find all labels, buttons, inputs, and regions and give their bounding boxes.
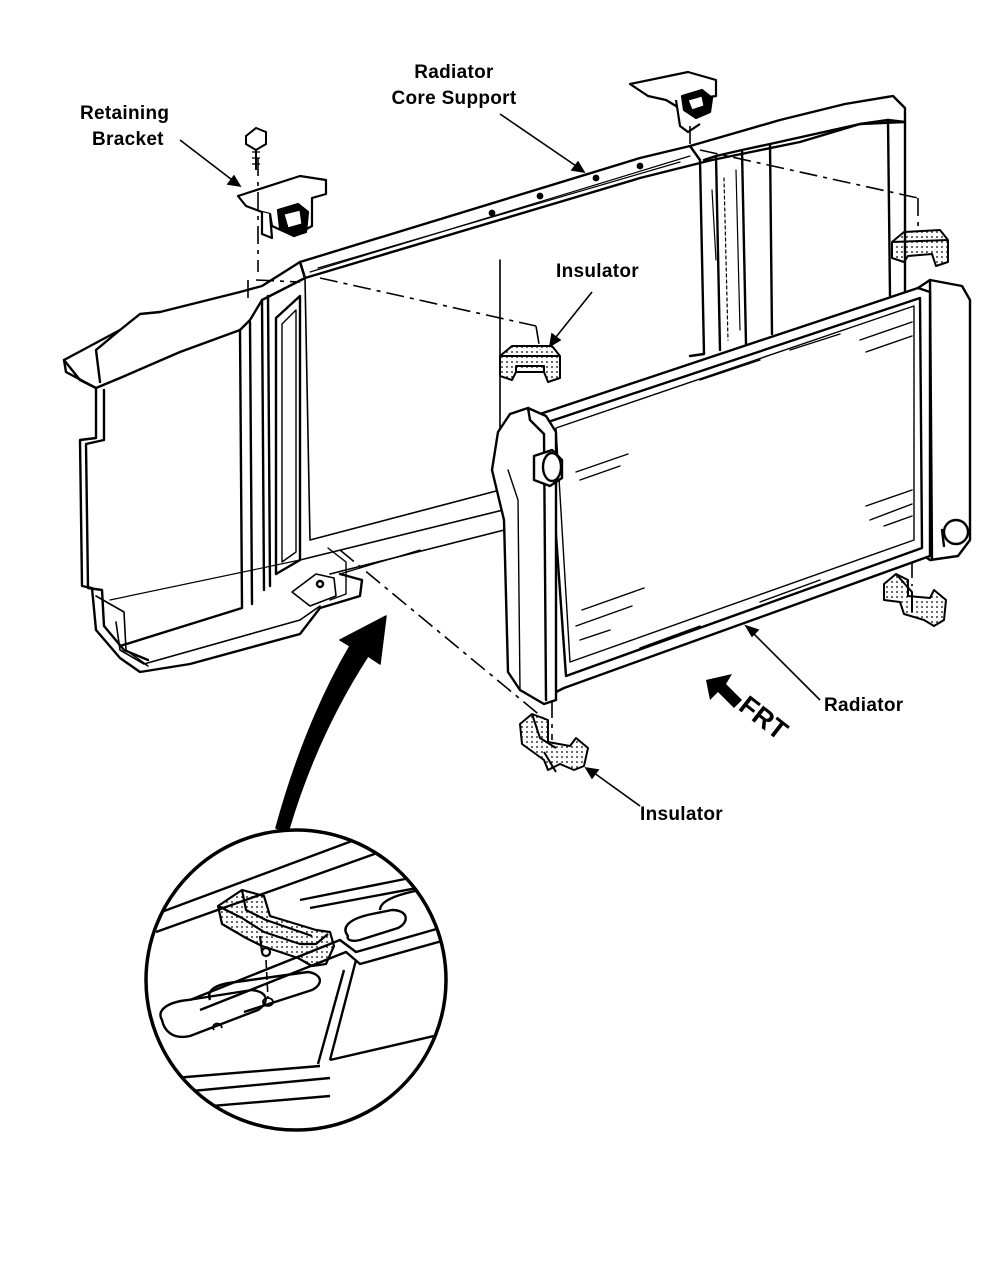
detail-callout-arrow (275, 615, 387, 833)
lower-insulator-right (883, 573, 947, 627)
insulator-upper-label: Insulator (556, 261, 639, 282)
radiator-core-support (62, 94, 907, 674)
retaining-bracket-right (628, 70, 718, 134)
core-support-label-line1: Radiator (414, 62, 494, 83)
core-support-label-line2: Core Support (391, 88, 517, 109)
assembly-guide-lines (247, 126, 919, 740)
front-arrow-icon (706, 674, 742, 708)
detail-view-circle (144, 828, 448, 1132)
retaining-bracket-label-line1: Retaining (80, 103, 170, 124)
radiator-label: Radiator (824, 695, 904, 716)
retaining-bracket-label-line2: Bracket (92, 129, 164, 150)
upper-insulator-right (891, 229, 949, 267)
upper-insulator-left (499, 345, 561, 383)
bolt (245, 126, 267, 170)
insulator-lower-label: Insulator (640, 804, 723, 825)
leader-lines (179, 113, 821, 807)
radiator-core-support-label: Radiator Core Support (384, 60, 524, 112)
lower-insulator-left (519, 713, 589, 773)
radiator (490, 278, 972, 706)
retaining-bracket-label: Retaining Bracket (80, 101, 169, 153)
retaining-bracket-left (236, 174, 328, 240)
